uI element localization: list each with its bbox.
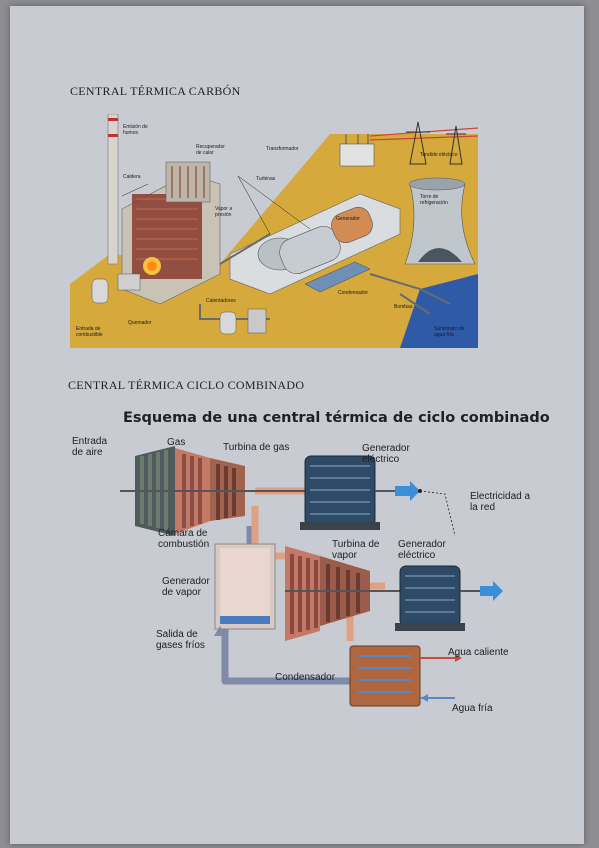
label-generador: Generador — [336, 216, 360, 222]
label-condensador-2: Condensador — [275, 672, 336, 683]
label-turbina-gas: Turbina de gas — [223, 442, 290, 453]
label-entrada-aire: Entrada de aire — [72, 436, 108, 458]
label-entrada: Entrada de combustible — [76, 326, 103, 338]
label-suministro: Suministro de agua fría — [434, 326, 465, 338]
label-torre: Torre de refrigeración — [420, 194, 448, 206]
label-emision: Emisión de humos — [123, 124, 148, 136]
label-recuperador: Recuperador de calor — [196, 144, 225, 156]
label-turbinas: Turbinas — [256, 176, 276, 182]
label-turbina-vapor: Turbina de vapor — [332, 539, 380, 561]
diagram-title: Esquema de una central térmica de ciclo … — [123, 410, 550, 426]
label-salida-gases: Salida de gases fríos — [156, 629, 205, 651]
label-agua-caliente: Agua caliente — [448, 647, 509, 658]
label-bombas: Bombas — [394, 304, 413, 310]
label-caldera: Caldera — [123, 174, 141, 180]
label-electricidad: Electricidad a la red — [470, 491, 531, 513]
label-vapor: Vapor a presión — [215, 206, 233, 218]
label-generador-vapor: Generador de vapor — [162, 576, 210, 598]
heading-carbon: CENTRAL TÉRMICA CARBÓN — [70, 84, 241, 98]
label-quemador: Quemador — [128, 320, 152, 326]
coal-plant-illustration — [70, 114, 478, 348]
document-page: CENTRAL TÉRMICA CARBÓN — [10, 6, 584, 844]
label-generador-1: Generador eléctrico — [362, 443, 410, 465]
heading-ciclo: CENTRAL TÉRMICA CICLO COMBINADO — [68, 378, 305, 392]
label-transformador: Transformador — [266, 146, 299, 152]
label-calentadores: Calentadores — [206, 298, 236, 304]
label-condensador: Condensador — [338, 290, 369, 296]
combined-cycle-diagram — [120, 446, 503, 707]
label-agua-fria: Agua fría — [452, 703, 493, 714]
label-generador-2: Generador eléctrico — [398, 539, 446, 561]
label-gas: Gas — [167, 437, 186, 448]
label-tendido: Tendido eléctrico — [420, 152, 458, 158]
label-camara: Cámara de combustión — [158, 528, 210, 550]
